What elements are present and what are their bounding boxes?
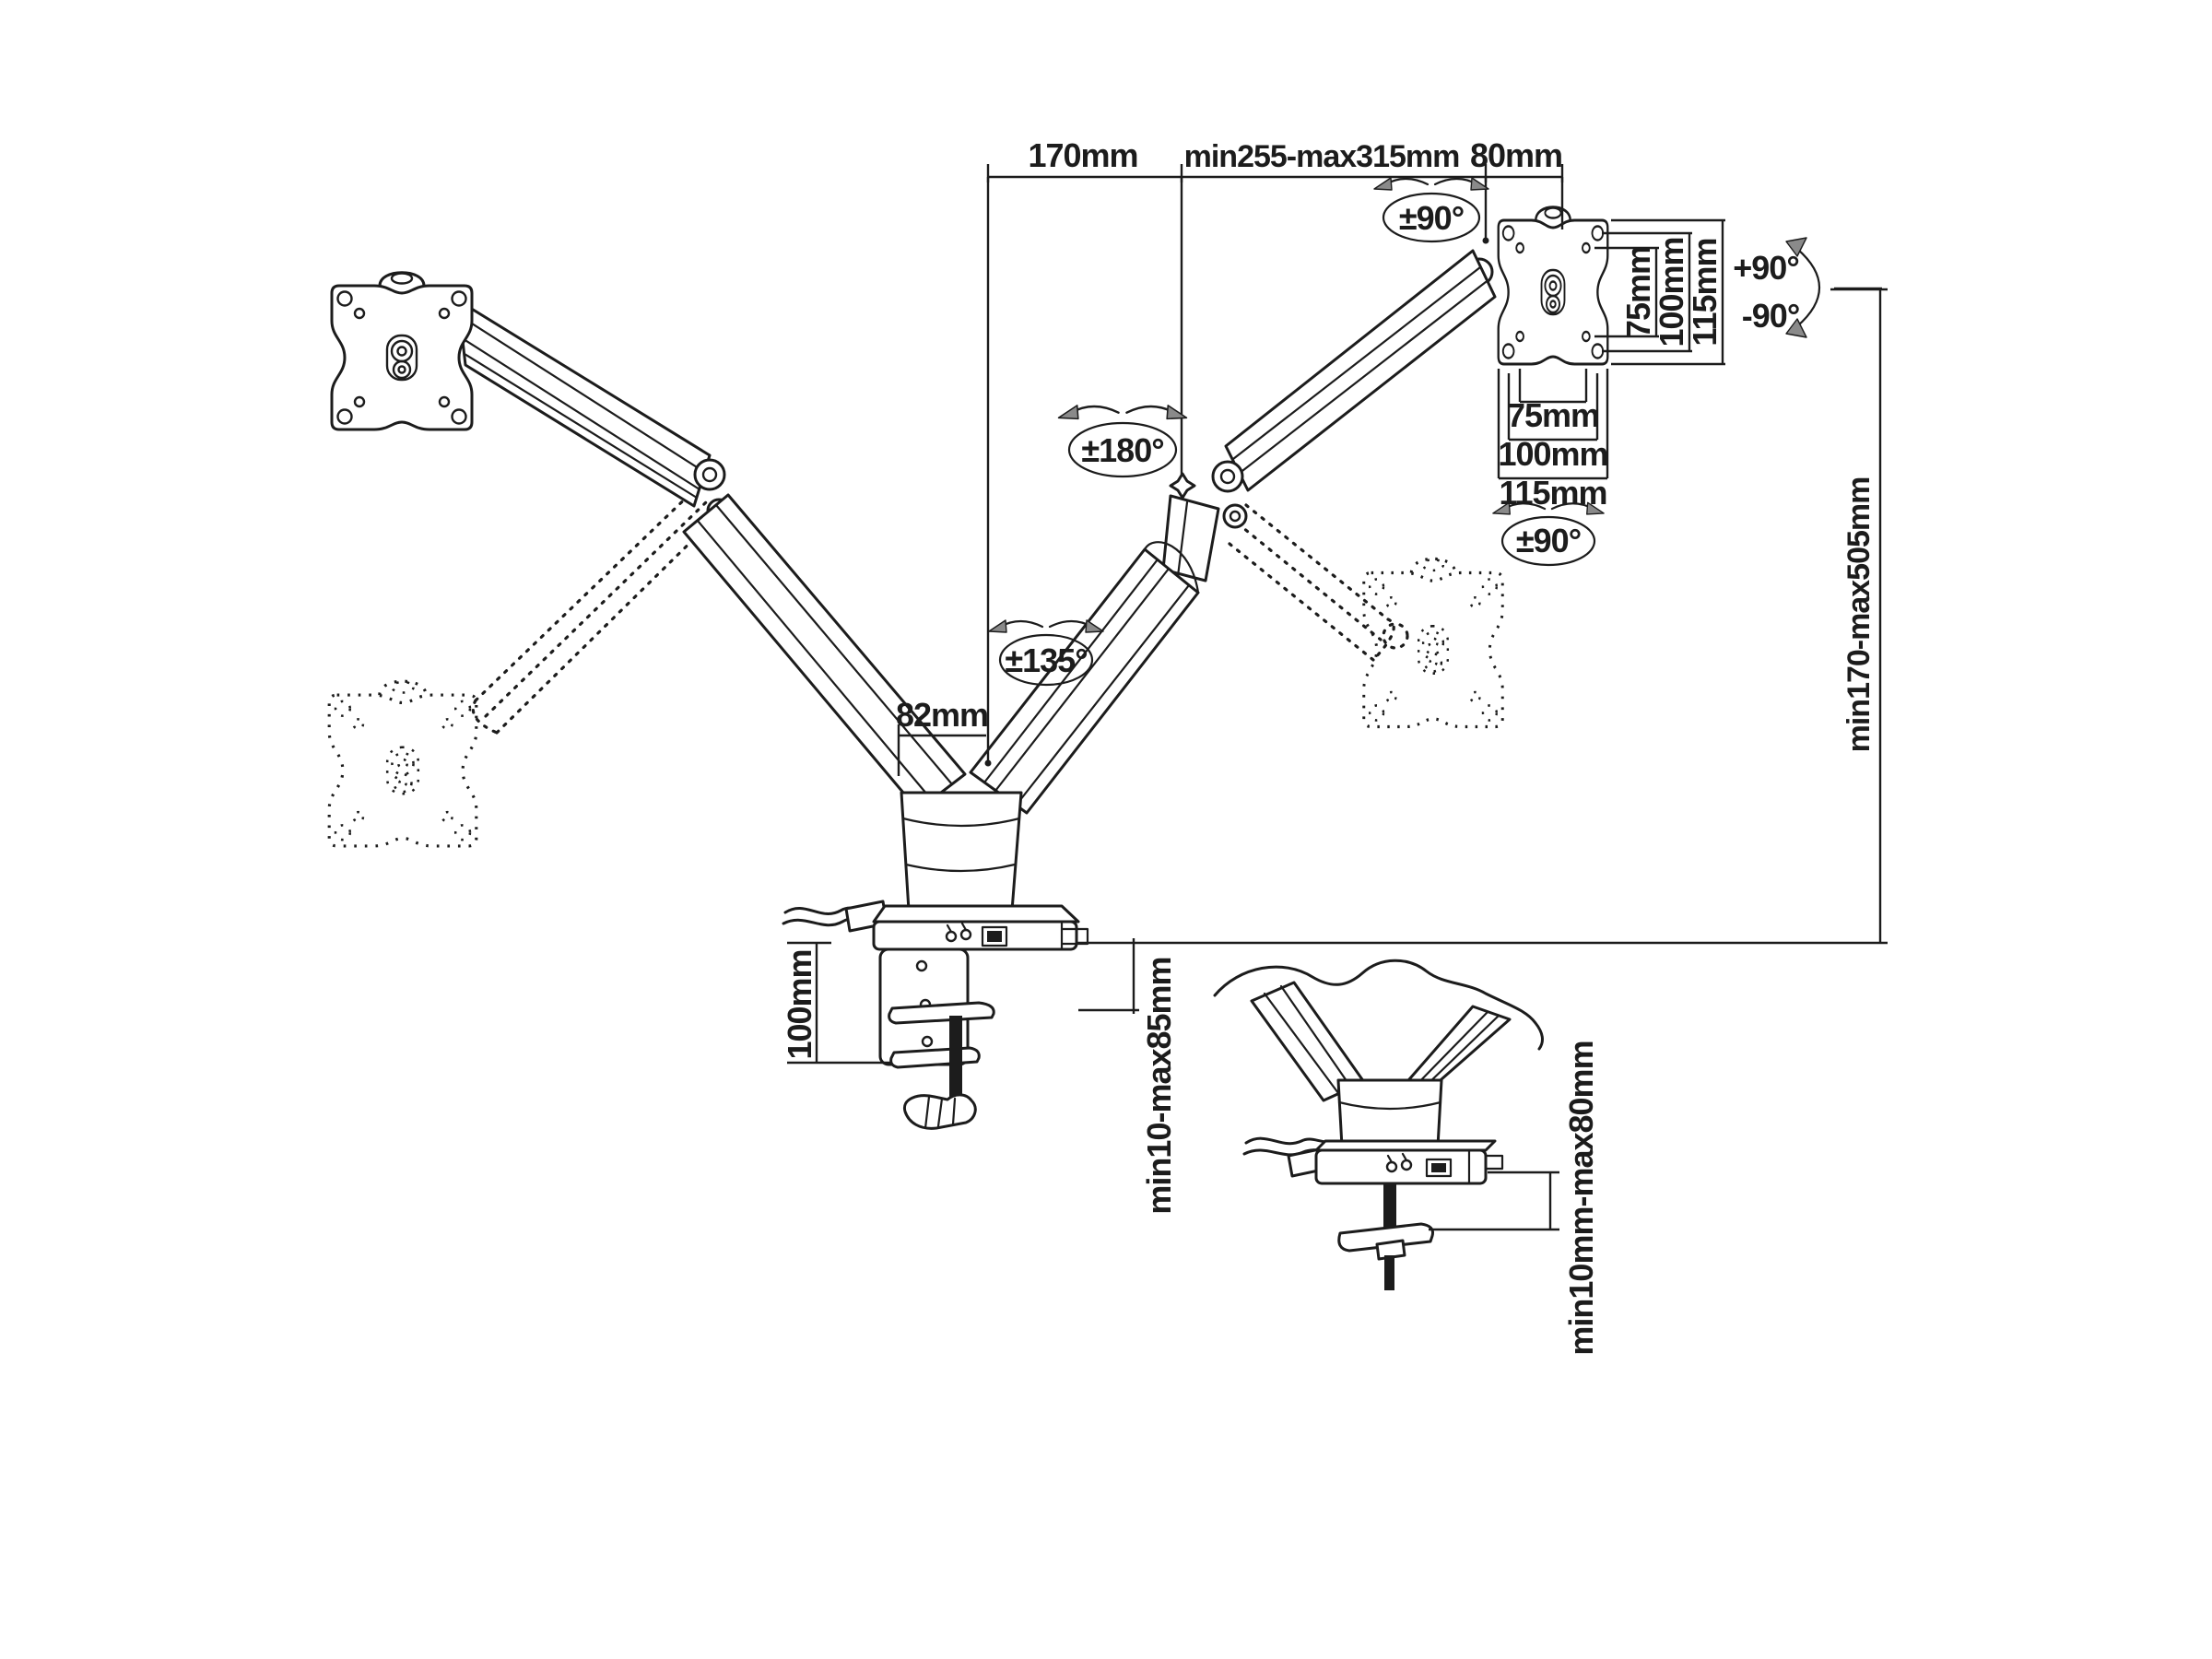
- torn-edge: [1213, 959, 1544, 1051]
- base-width-dimension: 82mm: [896, 696, 989, 776]
- label-vesa-v-100: 100mm: [1653, 237, 1690, 347]
- rotation-arrowheads: [1057, 404, 1188, 420]
- elbow-joint-right: [1161, 460, 1248, 582]
- clamp-pad-arm: [888, 1001, 995, 1025]
- label-grommet-desk-thickness: min10mm-max80mm: [1562, 1041, 1600, 1355]
- label-clamp-desk-thickness: min10-max85mm: [1140, 957, 1178, 1214]
- clamp-screw: [949, 1016, 962, 1100]
- height-dimension: min170-max505mm: [1077, 288, 1888, 945]
- label-elbow-swivel: ±180°: [1081, 431, 1163, 469]
- label-dim-range: min255-max315mm: [1184, 139, 1460, 174]
- label-clamp-drop: 100mm: [781, 949, 818, 1059]
- label-base-width: 82mm: [896, 696, 988, 734]
- vesa-vertical-dimension: 75mm 100mm 115mm: [1594, 218, 1725, 366]
- grommet-rod: [1337, 1183, 1434, 1290]
- desk-clamp: [878, 947, 995, 1130]
- label-tilt-up: +90°: [1733, 249, 1798, 287]
- pole: [900, 791, 1023, 912]
- label-height-range: min170-max505mm: [1841, 477, 1877, 753]
- tilt-down-arrowhead: [1785, 318, 1807, 338]
- arm-left-lower: [682, 493, 967, 812]
- label-tilt-down: -90°: [1742, 297, 1799, 335]
- arm-right-lower: [969, 541, 1200, 815]
- vesa-plate-left: [330, 271, 474, 431]
- rotation-head-swivel: ±90°: [1372, 176, 1490, 243]
- arm-left-upper: [456, 299, 712, 508]
- label-dim-80: 80mm: [1470, 136, 1562, 174]
- label-plate-rotation: ±90°: [1516, 522, 1581, 559]
- label-vesa-v-115: 115mm: [1686, 238, 1724, 346]
- arm-right-upper: [1224, 249, 1497, 492]
- rotation-elbow-swivel: ±180°: [1057, 404, 1188, 478]
- tilt-indicator: +90° -90°: [1733, 237, 1882, 338]
- label-vesa-v-75: 75mm: [1619, 246, 1657, 338]
- label-head-swivel: ±90°: [1399, 199, 1464, 237]
- grommet-inset: min10mm-max80mm: [1213, 959, 1600, 1356]
- label-base-swivel: ±135°: [1005, 641, 1087, 679]
- clamp-height-dimension: 100mm: [781, 941, 890, 1065]
- vesa-plate-right: [1497, 206, 1609, 366]
- arm-right-alt-dashed: [1228, 503, 1409, 662]
- clamp-lower-jaw: [889, 1046, 981, 1069]
- rotation-arrowheads: [987, 618, 1105, 634]
- arm-left-alt-dashed: [471, 485, 717, 735]
- rotation-plate: ±90°: [1491, 501, 1606, 567]
- base-block: [872, 904, 1089, 951]
- grommet-dimension: [1429, 1171, 1559, 1231]
- cable: [782, 900, 888, 933]
- tilt-up-arrowhead: [1785, 237, 1807, 257]
- label-vesa-h-75: 75mm: [1507, 396, 1599, 434]
- inset-base-block: [1314, 1139, 1504, 1185]
- vesa-horizontal-dimension: 75mm 100mm 115mm: [1497, 369, 1609, 512]
- inset-pole: [1336, 1078, 1443, 1148]
- label-dim-170: 170mm: [1028, 136, 1137, 174]
- desk-thickness-dimension: min10-max85mm: [1078, 938, 1178, 1215]
- rotation-arrowheads: [1372, 176, 1490, 192]
- label-vesa-h-115: 115mm: [1499, 474, 1606, 512]
- label-vesa-h-100: 100mm: [1498, 435, 1607, 473]
- vesa-plate-left-alt-dashed: [327, 679, 478, 848]
- rotation-base-swivel: ±135°: [987, 618, 1105, 687]
- joint-click-star: [1169, 472, 1196, 500]
- top-dimension: 170mm min255-max315mm 80mm: [984, 136, 1564, 767]
